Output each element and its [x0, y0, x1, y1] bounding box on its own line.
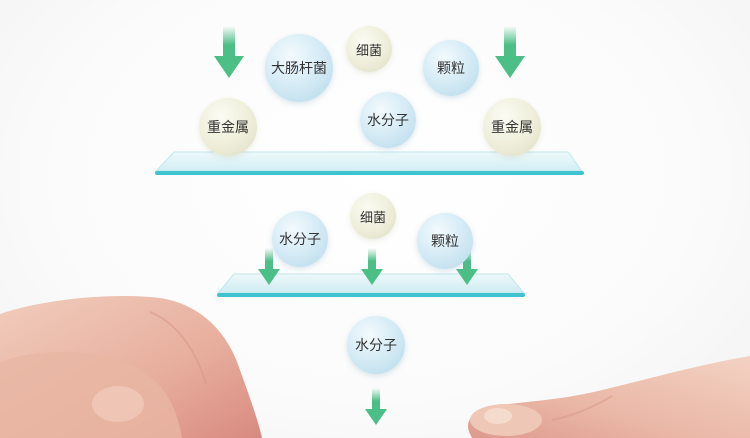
- water-molecule-label: 水分子: [367, 113, 409, 129]
- particle-label: 颗粒: [437, 61, 465, 77]
- left-hand: [0, 295, 262, 438]
- heavy-metal-label: 重金属: [207, 120, 249, 136]
- heavy-metal-left: 重金属: [199, 98, 257, 156]
- down-arrow-icon: [456, 248, 478, 285]
- water-molecule-label: 水分子: [355, 338, 397, 354]
- water-molecule-top: 水分子: [360, 92, 416, 148]
- water-molecule-label: 水分子: [279, 232, 321, 248]
- water-molecule-mid: 水分子: [272, 211, 328, 267]
- bacteria-label: 细菌: [359, 210, 386, 226]
- down-arrow-icon: [495, 26, 525, 78]
- bacteria-label: 细菌: [355, 43, 382, 59]
- heavy-metal-label: 重金属: [491, 120, 533, 136]
- particle-label: 颗粒: [431, 234, 459, 250]
- particle-top: 颗粒: [423, 40, 479, 96]
- bacteria-particle-mid: 细菌: [350, 193, 396, 239]
- ecoli-label: 大肠杆菌: [271, 61, 327, 77]
- down-arrow-icon: [214, 26, 244, 78]
- down-arrow-icon: [365, 388, 387, 425]
- heavy-metal-right: 重金属: [483, 98, 541, 156]
- down-arrow-icon: [258, 248, 280, 285]
- bacteria-particle-top: 细菌: [346, 26, 392, 72]
- water-molecule-bottom: 水分子: [347, 316, 405, 374]
- particle-mid: 颗粒: [417, 213, 473, 269]
- down-arrow-icon: [361, 248, 383, 285]
- ecoli-particle: 大肠杆菌: [265, 34, 333, 102]
- right-hand: [468, 356, 750, 438]
- filter-membrane-top: [154, 151, 584, 175]
